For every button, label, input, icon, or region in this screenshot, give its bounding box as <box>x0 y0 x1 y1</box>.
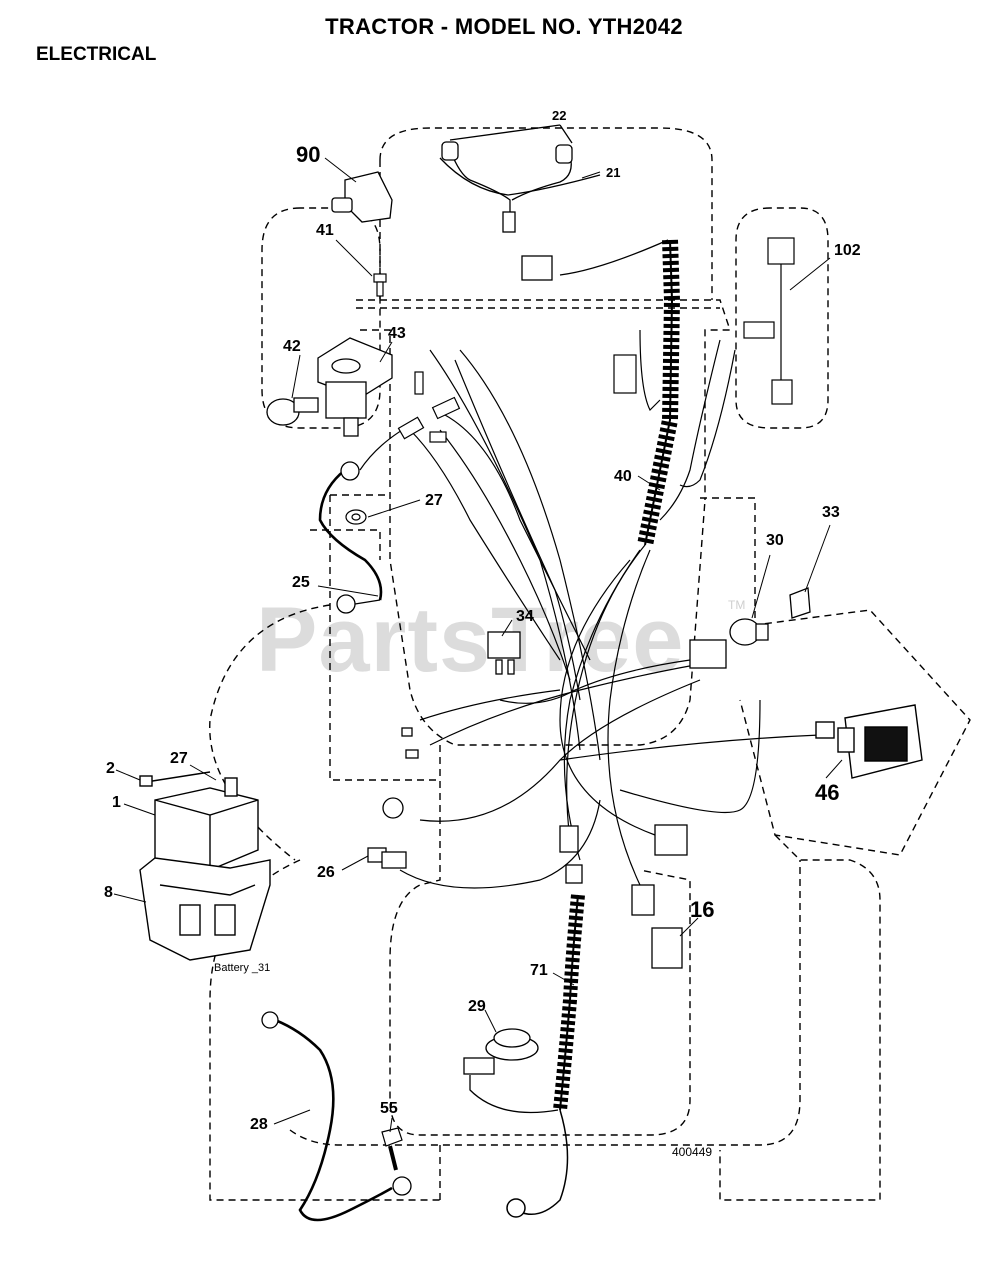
ground-cable-terminals <box>336 461 381 614</box>
switch-33 <box>789 587 811 619</box>
ring-terminals <box>261 727 419 1196</box>
callout-27b: 27 <box>170 750 188 767</box>
callout-8: 8 <box>104 884 113 901</box>
callout-71: 71 <box>530 962 548 979</box>
nut-27 <box>345 509 367 525</box>
callout-21: 21 <box>606 165 621 180</box>
plug-16 <box>651 927 683 969</box>
callout-22: 22 <box>552 108 567 123</box>
callout-16: 16 <box>690 897 715 922</box>
callout-46: 46 <box>815 780 840 805</box>
fuse-holder-26 <box>367 847 407 869</box>
callout-28: 28 <box>250 1116 268 1133</box>
fender-left-outline <box>310 494 440 781</box>
ignition-group-box <box>261 207 381 429</box>
callout-1: 1 <box>112 794 121 811</box>
switch-34 <box>487 631 521 675</box>
main-wire-loom <box>521 239 681 547</box>
leader-lines <box>113 157 843 1133</box>
callout-27a: 27 <box>425 492 443 509</box>
callout-102: 102 <box>834 242 861 259</box>
watermark-tm: TM <box>728 598 746 612</box>
drawing-number: 400449 <box>672 1145 713 1159</box>
dash-connector <box>689 639 727 669</box>
connector-8pin <box>559 824 688 916</box>
wire-bundle <box>274 329 821 1222</box>
section-title: ELECTRICAL <box>36 44 157 65</box>
loom-plug <box>613 354 637 394</box>
dash-outline <box>700 497 971 856</box>
ignition-connectors <box>397 371 461 443</box>
callout-29: 29 <box>468 998 486 1015</box>
switch-group-box <box>735 207 829 429</box>
hour-meter-46 <box>815 704 923 779</box>
callout-42: 42 <box>283 338 301 355</box>
seat-switch-29 <box>485 1028 539 1061</box>
page-title: TRACTOR - MODEL NO. YTH2042 <box>325 14 683 39</box>
body-lower-outline <box>389 745 691 1136</box>
callout-25: 25 <box>292 574 310 591</box>
callout-34: 34 <box>516 608 534 625</box>
screw-55 <box>381 1127 403 1171</box>
callout-40: 40 <box>614 468 632 485</box>
battery-tray-8 <box>139 857 271 961</box>
sensor-30 <box>729 618 769 646</box>
ignition-cover <box>331 171 393 223</box>
callout-90: 90 <box>296 142 321 167</box>
headlight-harness <box>439 124 601 233</box>
callout-30: 30 <box>766 532 784 549</box>
callout-55: 55 <box>380 1100 398 1117</box>
callout-26: 26 <box>317 864 335 881</box>
ignition-key <box>266 397 319 426</box>
callout-41: 41 <box>316 222 334 239</box>
seat-wire-loom <box>463 894 585 1218</box>
bolt-41 <box>373 273 387 297</box>
hood-outline <box>379 127 713 300</box>
battery-1 <box>139 771 259 871</box>
frame-outline <box>356 299 731 500</box>
battery-note: Battery _31 <box>214 962 271 974</box>
callout-33: 33 <box>822 504 840 521</box>
callout-43: 43 <box>388 325 406 342</box>
ignition-switch <box>317 337 393 437</box>
switch-102 <box>743 237 795 405</box>
callout-2: 2 <box>106 760 115 777</box>
